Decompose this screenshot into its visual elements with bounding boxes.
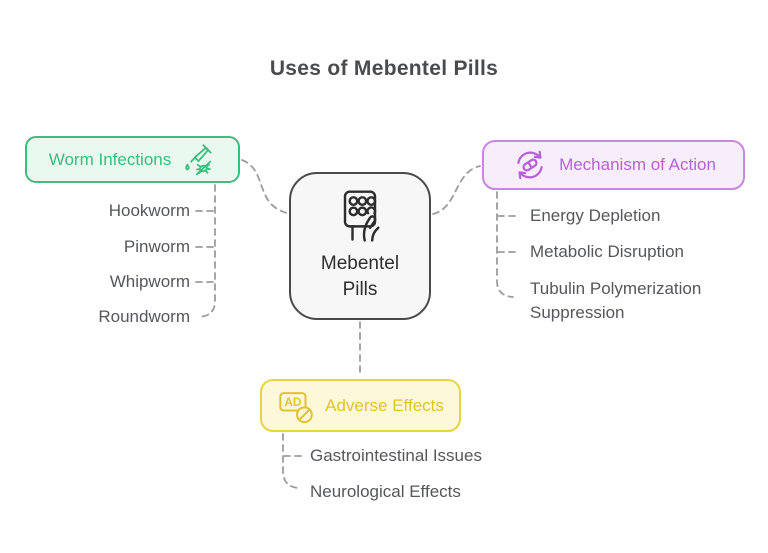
pill-blister-pack-icon (343, 190, 380, 242)
list-item-pinworm[interactable]: Pinworm (123, 237, 190, 256)
list-item-metabolic-disruption[interactable]: Metabolic Disruption (530, 242, 685, 261)
connector-adverse-spine (282, 433, 300, 489)
list-item-gastrointestinal-issues[interactable]: Gastrointestinal Issues (310, 446, 482, 465)
list-item-hookworm[interactable]: Hookworm (108, 201, 190, 220)
svg-text:AD: AD (285, 396, 302, 409)
list-item-energy-depletion[interactable]: Energy Depletion (530, 206, 661, 225)
adverse-effects-label: Adverse Effects (325, 395, 444, 415)
connector-center-to-mechanism (432, 165, 481, 215)
page-title: Uses of Mebentel Pills (269, 57, 499, 80)
node-mechanism-of-action[interactable]: Mechanism of Action (482, 140, 745, 190)
center-label-line2: Pills (342, 279, 378, 300)
center-node-label: Mebentel Pills (321, 251, 399, 303)
node-worm-infections[interactable]: Worm Infections (25, 136, 240, 183)
node-adverse-effects[interactable]: AD Adverse Effects (260, 379, 461, 432)
ad-block-icon: AD (279, 391, 313, 423)
connector-worm-spine (198, 184, 216, 318)
center-label-line1: Mebentel (320, 253, 400, 274)
pesticide-dropper-icon (185, 143, 212, 175)
mechanism-of-action-label: Mechanism of Action (559, 155, 716, 174)
list-item-neurological-effects[interactable]: Neurological Effects (310, 482, 461, 501)
worm-infections-label: Worm Infections (48, 149, 172, 169)
list-item-tubulin-polymerization-suppression[interactable]: Tubulin Polymerization Suppression (530, 279, 702, 322)
cycle-pill-icon (517, 150, 543, 180)
list-item-roundworm[interactable]: Roundworm (98, 307, 190, 326)
connector-worm-to-center (241, 159, 288, 214)
list-item-whipworm[interactable]: Whipworm (109, 272, 190, 291)
connector-mechanism-spine (496, 191, 514, 298)
node-mebentel-pills[interactable]: Mebentel Pills (289, 172, 431, 320)
